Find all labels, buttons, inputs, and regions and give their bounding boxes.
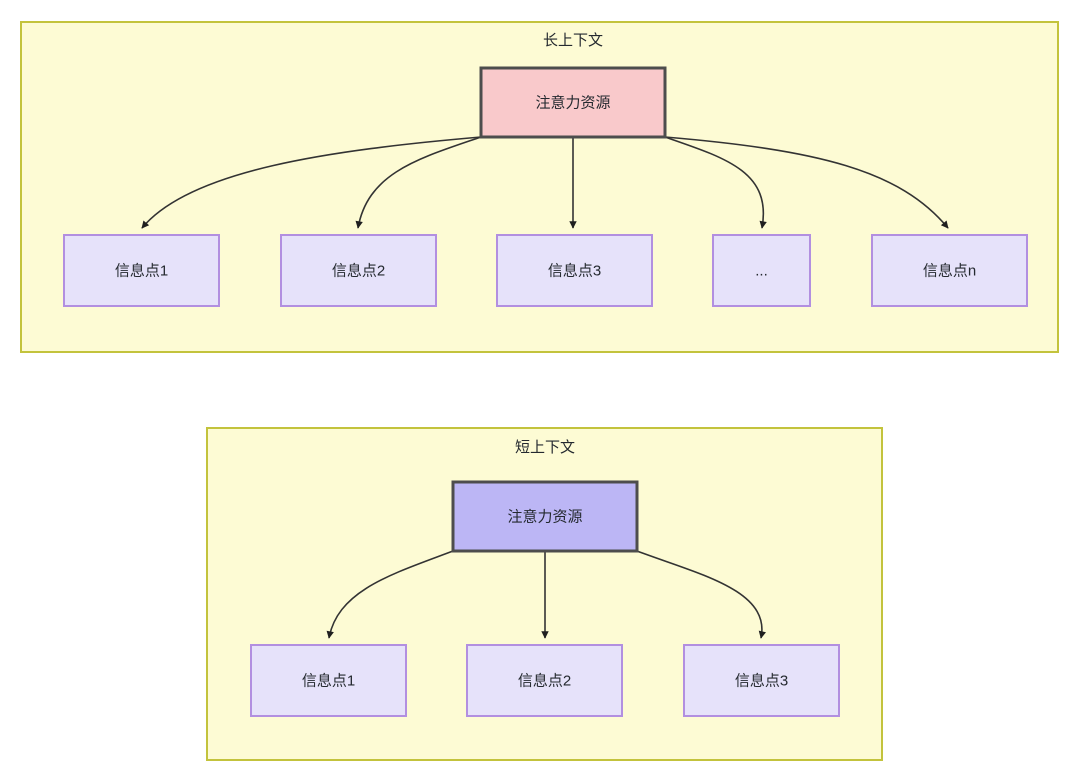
node-rect-root-long[interactable] bbox=[479, 66, 667, 139]
edge-root-to-leaf-l5 bbox=[664, 136, 949, 229]
edge-root-to-leaf-l4 bbox=[664, 136, 767, 229]
node-rect-leaf-l3[interactable] bbox=[496, 234, 653, 307]
node-leaf-l1[interactable]: 信息点1 bbox=[63, 234, 220, 307]
node-rect-leaf-s3[interactable] bbox=[683, 644, 840, 717]
group-title-long: 长上下文 bbox=[543, 32, 603, 49]
node-rect-leaf-l2[interactable] bbox=[280, 234, 437, 307]
group-title-short: 短上下文 bbox=[515, 439, 575, 456]
node-leaf-l5[interactable]: 信息点n bbox=[871, 234, 1028, 307]
node-label-leaf-l5: 信息点n bbox=[923, 262, 976, 279]
node-label-leaf-l4: ... bbox=[755, 262, 768, 279]
node-rect-leaf-l1[interactable] bbox=[63, 234, 220, 307]
node-label-leaf-s3: 信息点3 bbox=[735, 672, 788, 689]
node-rect-leaf-l4[interactable] bbox=[712, 234, 811, 307]
node-leaf-s3[interactable]: 信息点3 bbox=[683, 644, 840, 717]
node-rect-leaf-s1[interactable] bbox=[250, 644, 407, 717]
edge-root-to-leaf-s3 bbox=[636, 550, 766, 639]
edge-group-short bbox=[326, 550, 766, 639]
node-label-leaf-s1: 信息点1 bbox=[302, 672, 355, 689]
node-leaf-s1[interactable]: 信息点1 bbox=[250, 644, 407, 717]
group-short-context: 短上下文 注意力资源 信息点1 信息点2 信息点3 bbox=[206, 427, 883, 761]
node-label-leaf-s2: 信息点2 bbox=[518, 672, 571, 689]
node-label-leaf-l3: 信息点3 bbox=[548, 262, 601, 279]
group-long-context: 长上下文 注意力资源 信息点1 信息点2 bbox=[20, 21, 1059, 353]
node-leaf-l4-ellipsis[interactable]: ... bbox=[712, 234, 811, 307]
node-leaf-s2[interactable]: 信息点2 bbox=[466, 644, 623, 717]
node-label-root-short: 注意力资源 bbox=[507, 507, 582, 525]
edge-root-to-leaf-l2 bbox=[355, 136, 482, 229]
node-label-leaf-l2: 信息点2 bbox=[332, 262, 385, 279]
node-label-root-long: 注意力资源 bbox=[535, 93, 610, 111]
edge-root-to-leaf-l1 bbox=[141, 136, 482, 229]
node-label-leaf-l1: 信息点1 bbox=[115, 262, 168, 279]
node-leaf-l3[interactable]: 信息点3 bbox=[496, 234, 653, 307]
node-rect-leaf-s2[interactable] bbox=[466, 644, 623, 717]
edge-root-to-leaf-s1 bbox=[326, 550, 454, 639]
node-root-short[interactable]: 注意力资源 bbox=[451, 480, 639, 553]
node-root-long[interactable]: 注意力资源 bbox=[479, 66, 667, 139]
node-leaf-l2[interactable]: 信息点2 bbox=[280, 234, 437, 307]
node-rect-root-short[interactable] bbox=[451, 480, 639, 553]
edge-group-long bbox=[141, 136, 949, 229]
node-rect-leaf-l5[interactable] bbox=[871, 234, 1028, 307]
